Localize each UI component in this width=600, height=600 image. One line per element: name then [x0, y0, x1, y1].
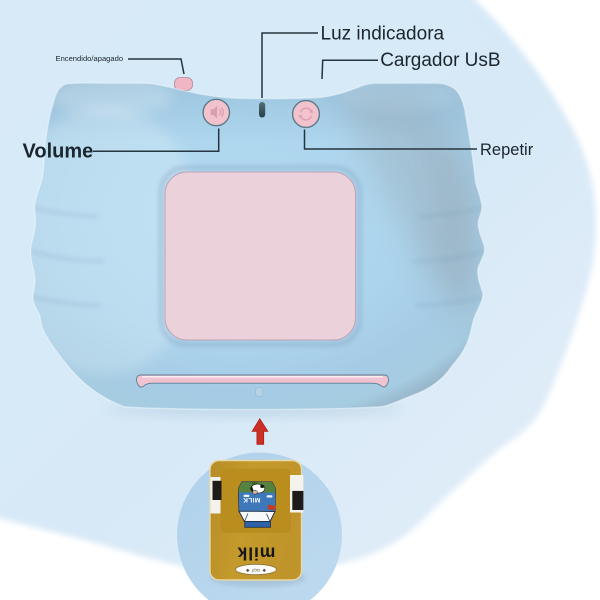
- svg-text:Encendido/apagado: Encendido/apagado: [56, 54, 124, 63]
- svg-text:Repetir: Repetir: [480, 141, 534, 159]
- svg-text:Cargador UsB: Cargador UsB: [380, 50, 500, 71]
- svg-text:◆ מלק ◆: ◆ מלק ◆: [246, 567, 267, 572]
- svg-text:Luz indicadora: Luz indicadora: [321, 23, 445, 44]
- svg-text:MILK: MILK: [243, 496, 261, 503]
- svg-text:Volume: Volume: [23, 141, 94, 163]
- svg-text:milk: milk: [237, 543, 276, 563]
